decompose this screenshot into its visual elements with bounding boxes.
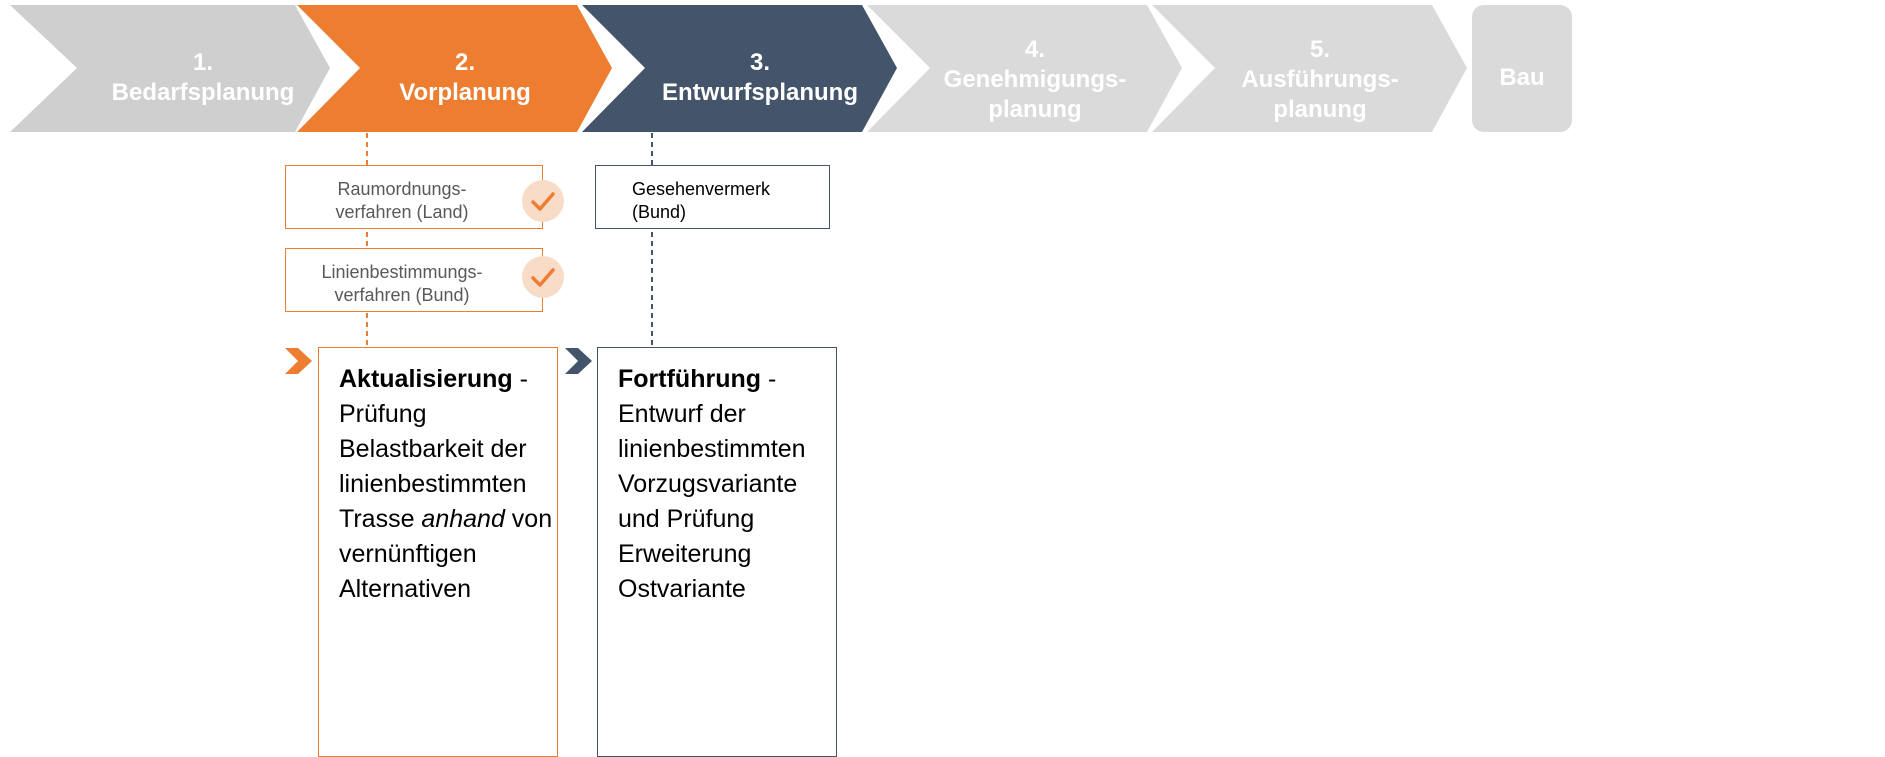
box-line: verfahren (Bund) bbox=[334, 285, 470, 305]
text-line: Vorzugsvariante bbox=[618, 470, 798, 498]
text-line: Belastbarkeit der bbox=[339, 435, 527, 463]
step-bau-label: Bau bbox=[1499, 64, 1545, 91]
text-line: Prüfung bbox=[339, 400, 427, 428]
title-dash: - bbox=[512, 365, 528, 393]
navy-chevron-marker bbox=[565, 348, 592, 374]
box-line: Gesehenvermerk bbox=[632, 179, 771, 199]
title-dash: - bbox=[761, 365, 777, 393]
gesehenvermerk-box: Gesehenvermerk (Bund) bbox=[595, 165, 830, 229]
aktualisierung-title: Aktualisierung bbox=[339, 365, 513, 393]
text-line: und Prüfung bbox=[618, 505, 755, 533]
step-1-chevron[interactable] bbox=[10, 5, 330, 132]
step-2-chevron[interactable] bbox=[297, 5, 612, 132]
box-line: Raumordnungs- bbox=[337, 179, 467, 199]
raumordnungsverfahren-box: Raumordnungs- verfahren (Land) bbox=[285, 165, 543, 229]
linienbestimmungsverfahren-box: Linienbestimmungs- verfahren (Bund) bbox=[285, 248, 543, 312]
fortfuehrung-box: Fortführung - Entwurf der linienbestimmt… bbox=[597, 347, 837, 757]
text-line: vernünftigen bbox=[339, 540, 477, 568]
check-icon bbox=[522, 180, 564, 222]
text-line: linienbestimmten bbox=[618, 435, 806, 463]
step-5-chevron[interactable] bbox=[1152, 5, 1467, 132]
step-2-label: 2.Vorplanung bbox=[399, 49, 531, 106]
box-line: verfahren (Land) bbox=[335, 202, 469, 222]
fortfuehrung-title: Fortführung bbox=[618, 365, 762, 393]
aktualisierung-box: Aktualisierung - Prüfung Belastbarkeit d… bbox=[318, 347, 558, 757]
step-5-label: 5.Ausführungs-planung bbox=[1241, 36, 1399, 123]
text-line-trasse: Trasse anhand von bbox=[339, 505, 553, 533]
step-3-chevron[interactable] bbox=[582, 5, 897, 132]
step-bau-box[interactable] bbox=[1472, 5, 1572, 132]
text-line: Entwurf der bbox=[618, 400, 746, 428]
box-line: (Bund) bbox=[632, 202, 687, 222]
step-4-label: 4.Genehmigungs-planung bbox=[943, 36, 1127, 123]
box-line: Linienbestimmungs- bbox=[321, 262, 483, 282]
text-line: Ostvariante bbox=[618, 575, 746, 603]
step-3-label: 3.Entwurfsplanung bbox=[662, 49, 858, 106]
text-line: linienbestimmten bbox=[339, 470, 527, 498]
step-1-label: 1.Bedarfsplanung bbox=[111, 49, 295, 106]
text-line: Alternativen bbox=[339, 575, 472, 603]
check-icon bbox=[522, 256, 564, 298]
orange-chevron-marker bbox=[285, 348, 312, 374]
step-4-chevron[interactable] bbox=[867, 5, 1182, 132]
text-line: Erweiterung bbox=[618, 540, 752, 568]
